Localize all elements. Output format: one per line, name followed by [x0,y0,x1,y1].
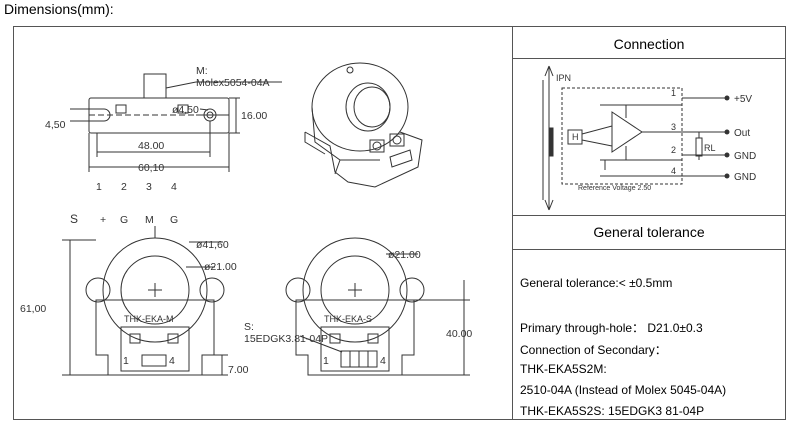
hole-dia-label: ø4,50 [172,104,199,116]
top-pin-4: 4 [171,181,177,193]
top-pin-3: 3 [146,181,152,193]
top-view-connector [143,73,167,99]
signal-m: M [145,214,154,226]
conn-pin-2: 2 [671,145,676,155]
iso-view [304,62,423,188]
tolerance-line: THK-EKA5S2M: [520,362,607,376]
left-hole-label: 4,50 [45,119,66,131]
outer-dia-label: ø41,60 [196,239,229,251]
tolerance-line: THK-EKA5S2S: 15EDGK3 81-04P [520,404,705,418]
connection-title: Connection [613,36,685,52]
model-m-label: THK-EKA-M [124,314,174,324]
connection-title-rule [512,58,786,59]
tolerance-line: Primary through-hole： D21.0±0.3 [520,321,703,335]
dimension-drawing: M: Molex5054-04A ø4,50 16.00 4,50 48.00 … [20,62,472,376]
front-view-s [285,237,470,376]
top-pin-2: 2 [121,181,127,193]
tolerance-line: Connection of Secondary： [520,343,667,357]
conn-pin-3: 3 [671,122,676,132]
tolerance-title: General tolerance [593,224,705,240]
inner-dia-label: ø21.00 [204,261,237,273]
ipn-label: IPN [556,73,571,83]
span-inner-label: 48.00 [138,140,164,152]
signal-plus: + [100,214,106,226]
rl-label: RL [704,143,716,153]
s-label-2: 15EDGK3.81-04P [244,333,328,345]
connector-label-1: M: [196,65,208,77]
height-label: 61,00 [20,303,46,315]
signal-s: S [70,212,78,226]
out-5v: +5V [734,94,752,105]
front-view-m [62,226,228,376]
conn-pin-1: 1 [671,88,676,98]
ref-voltage-label: Reference Voltage 2.50 [578,185,651,192]
s-pin-4: 4 [380,355,386,367]
hall-label: H [572,132,579,142]
span-outer-label: 60,10 [138,162,164,174]
conn-pin-4: 4 [671,166,676,176]
out-signal: Out [734,128,750,139]
signal-g1: G [120,214,128,226]
inner-dia-right-label: ø21.00 [388,249,421,261]
tolerance-line: 2510-04A (Instead of Molex 5045-04A) [520,383,727,397]
connection-schematic: IPN H RL Reference Voltage 2.50 1 3 2 4 … [542,65,756,211]
model-s-label: THK-EKA-S [324,314,372,324]
panel-divider [512,26,513,420]
signal-g2: G [170,214,178,226]
base-height-label: 7.00 [228,364,249,376]
tolerance-title-rule [512,249,786,250]
drawing-frame [13,26,786,420]
side-height-label: 40.00 [446,328,472,340]
schematic-bottom-rule [512,215,786,216]
m-pin-4: 4 [169,355,175,367]
s-pin-1: 1 [323,355,329,367]
top-pin-1: 1 [96,181,102,193]
page-title: Dimensions(mm): [4,1,114,17]
connector-label-2: Molex5054-04A [196,77,270,89]
m-pin-1: 1 [123,355,129,367]
out-gnd-1: GND [734,151,756,162]
top-height-label: 16.00 [241,110,267,122]
s-label-1: S: [244,321,254,333]
out-gnd-2: GND [734,172,756,183]
tolerance-line: General tolerance:< ±0.5mm [520,276,673,290]
